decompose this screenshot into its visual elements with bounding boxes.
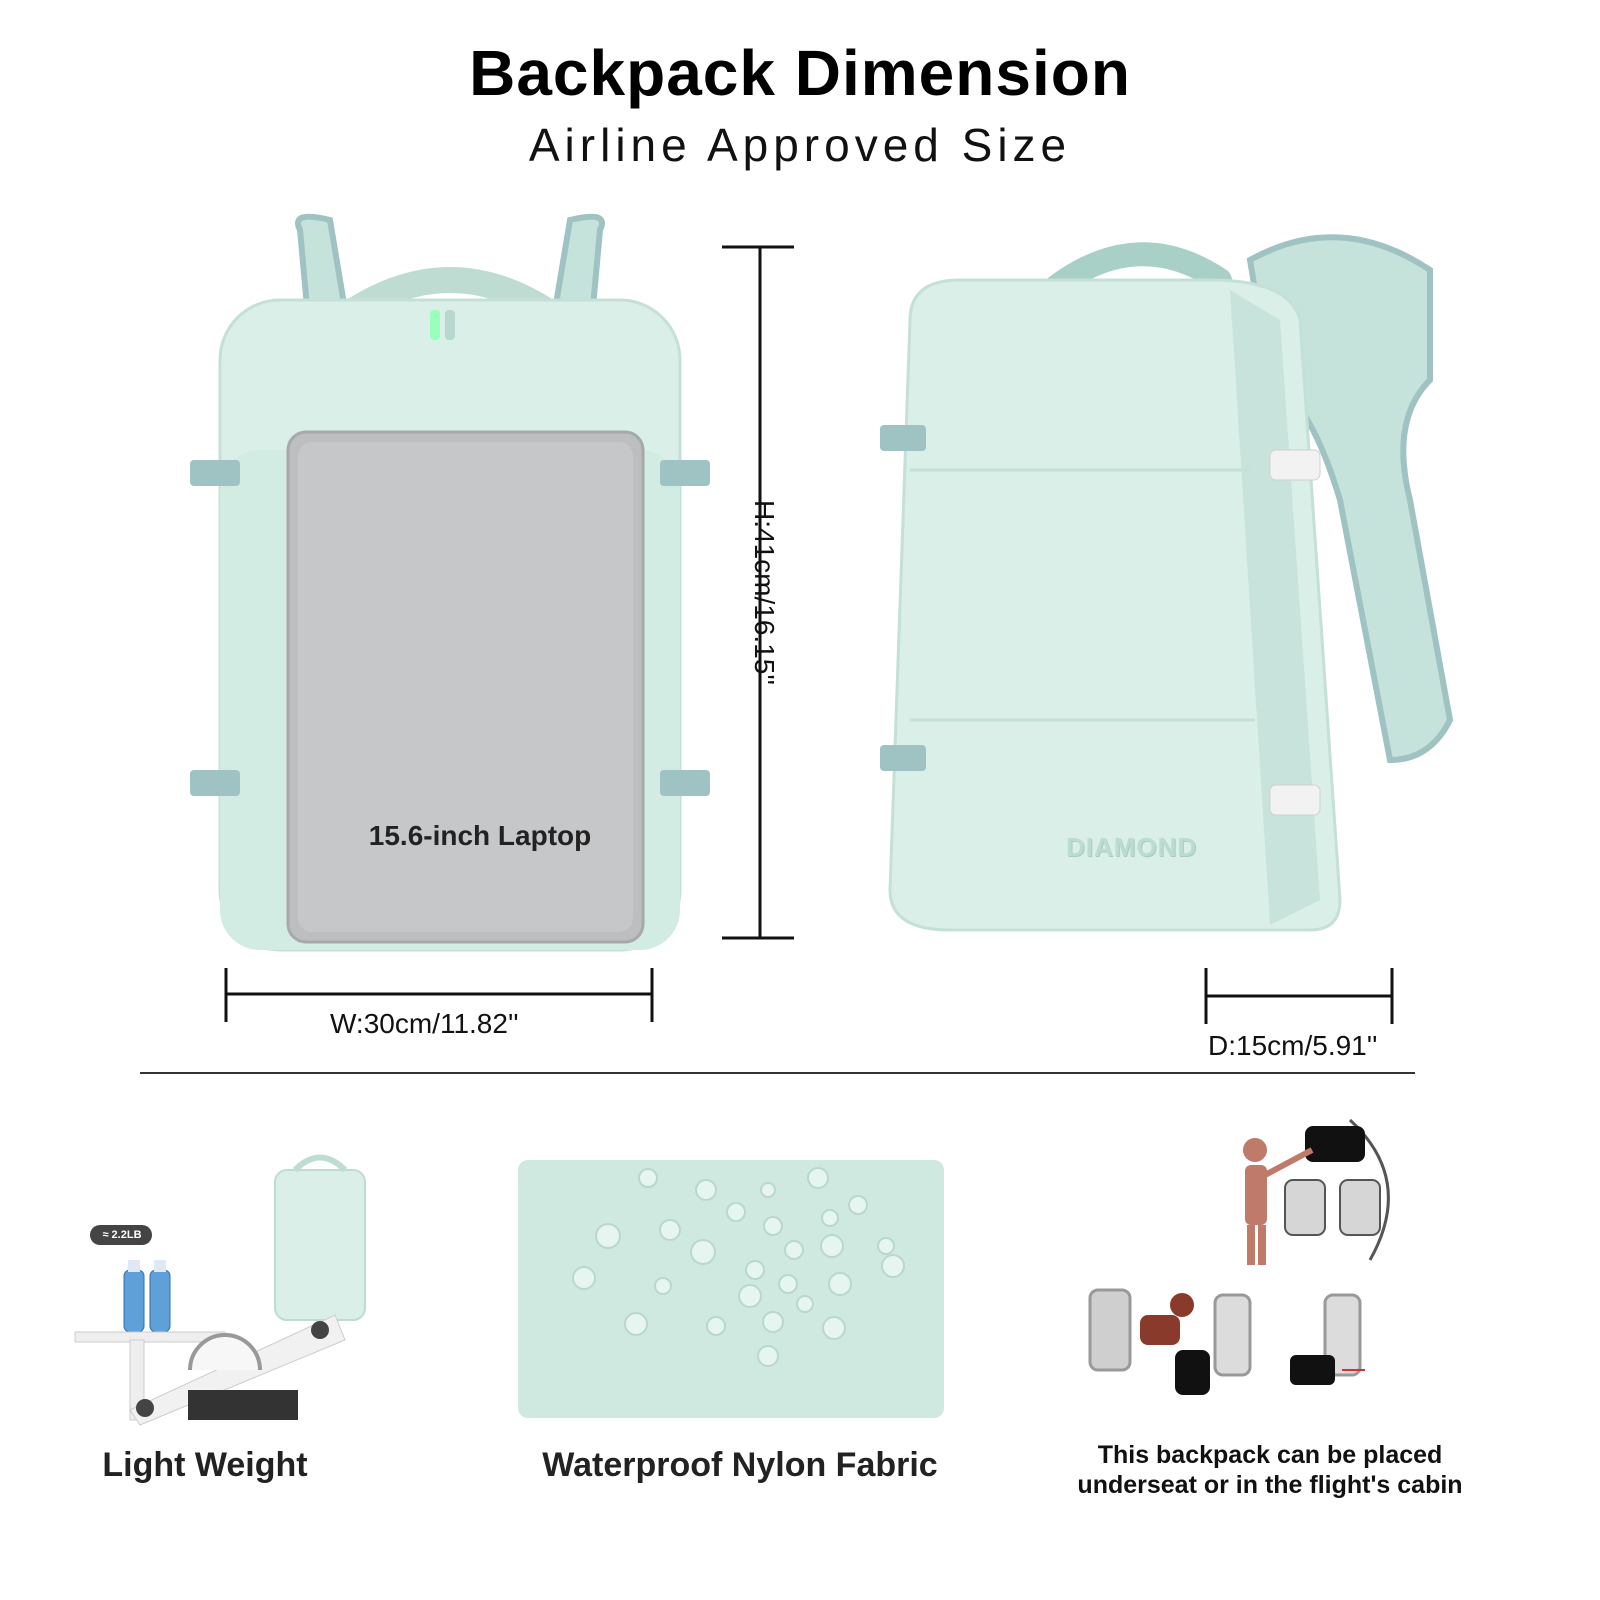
page-subtitle: Airline Approved Size <box>528 119 1072 171</box>
section-divider <box>140 1072 1415 1074</box>
width-measure-line <box>224 968 654 1022</box>
waterproof-fabric-swatch <box>518 1160 944 1418</box>
weight-badge: ≈ 2.2LB <box>102 1229 142 1241</box>
waterproof-caption: Waterproof Nylon Fabric <box>542 1446 938 1484</box>
light-weight-caption: Light Weight <box>102 1446 308 1484</box>
width-label: W:30cm/11.82'' <box>330 1008 519 1039</box>
placement-caption-line1: This backpack can be placed <box>1097 1441 1443 1469</box>
height-measure-line <box>722 245 794 940</box>
side-backpack-image <box>880 234 1454 932</box>
brand-text: DIAMOND <box>1066 832 1198 862</box>
depth-label: D:15cm/5.91'' <box>1208 1030 1378 1061</box>
light-weight-image <box>74 1154 366 1426</box>
height-label: H:41cm/16.15'' <box>749 500 780 686</box>
water-droplets <box>572 1167 905 1367</box>
laptop-label: 15.6-inch Laptop <box>368 820 592 851</box>
depth-measure-line <box>1204 968 1394 1024</box>
page-title: Backpack Dimension <box>469 37 1131 109</box>
placement-caption-line2: underseat or in the flight's cabin <box>1077 1471 1463 1499</box>
front-backpack-image <box>190 213 710 952</box>
placement-illustration <box>1088 1118 1390 1395</box>
